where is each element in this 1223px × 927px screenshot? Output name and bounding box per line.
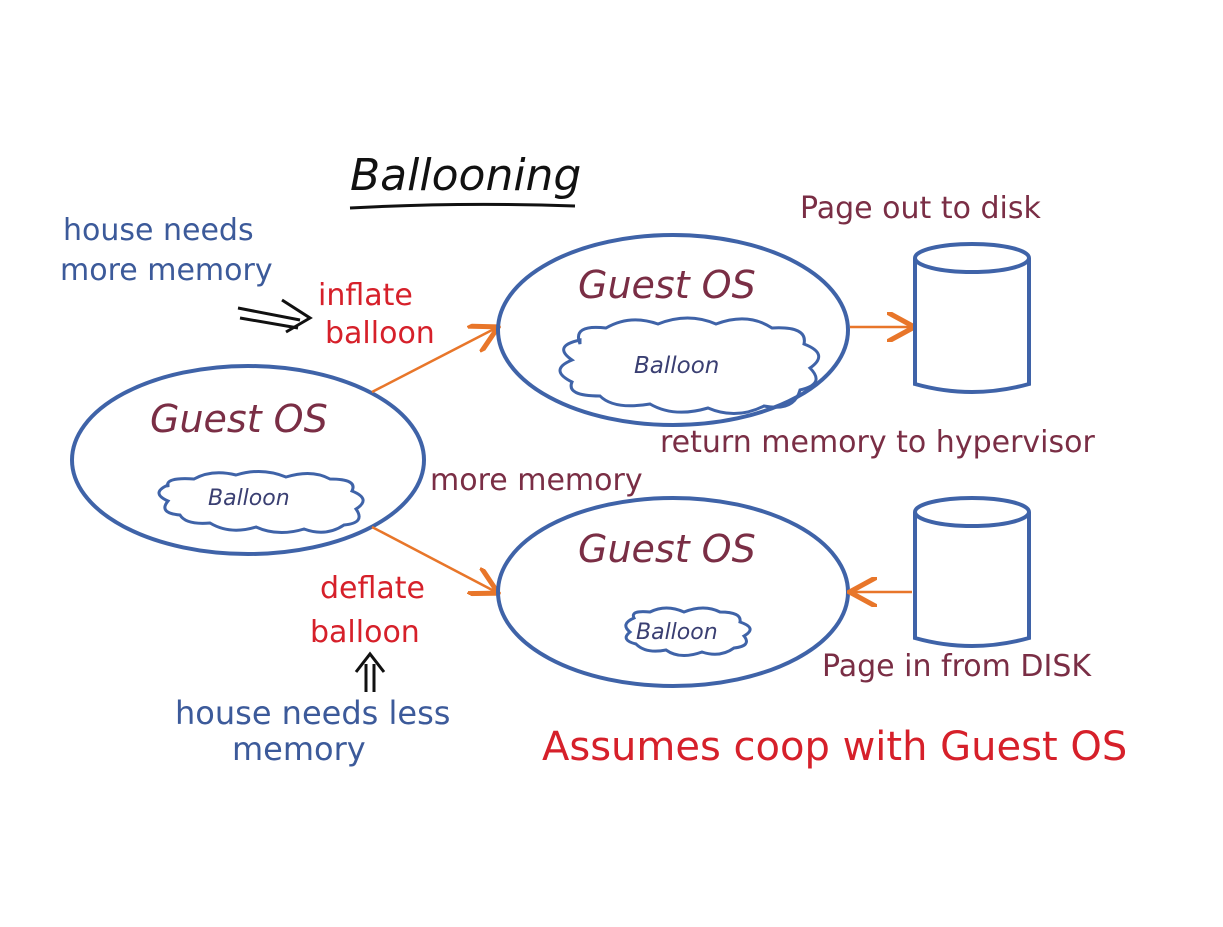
note-inflate-1: inflate <box>318 278 413 313</box>
note-house-needs-more-1: house needs <box>63 213 254 248</box>
note-page-in: Page in from DISK <box>822 649 1092 684</box>
note-house-needs-less-2: memory <box>232 730 366 768</box>
note-page-out: Page out to disk <box>800 191 1041 226</box>
top-balloon-label: Balloon <box>634 353 719 379</box>
note-return-memory: return memory to hypervisor <box>660 425 1095 460</box>
top-balloon-cloud <box>558 316 821 415</box>
note-deflate-2: balloon <box>310 615 420 650</box>
left-balloon-label: Balloon <box>208 486 290 511</box>
bottom-balloon-cloud <box>624 606 752 657</box>
top-guest-os-ellipse <box>496 233 850 427</box>
left-guest-os-ellipse <box>70 364 426 556</box>
note-house-needs-less-1: house needs less <box>175 694 450 732</box>
top-guest-os-label: Guest OS <box>578 263 756 307</box>
top-disk-icon <box>913 242 1031 394</box>
arrow-to-bottom-vm <box>371 525 496 592</box>
double-up-arrow-icon <box>354 651 386 692</box>
note-deflate-1: deflate <box>320 571 425 606</box>
note-assumes-coop: Assumes coop with Guest OS <box>542 724 1127 770</box>
left-balloon-cloud <box>157 470 365 534</box>
bottom-disk-icon <box>913 496 1031 648</box>
arrow-to-top-vm <box>371 328 496 394</box>
diagram-title: Ballooning <box>350 150 581 201</box>
double-arrow-icon <box>237 298 313 334</box>
title-underline <box>349 202 576 210</box>
note-more-memory: more memory <box>430 463 643 498</box>
note-house-needs-more-2: more memory <box>60 253 273 288</box>
bottom-balloon-label: Balloon <box>636 620 718 645</box>
note-inflate-2: balloon <box>325 316 435 351</box>
bottom-guest-os-label: Guest OS <box>578 527 756 571</box>
left-guest-os-label: Guest OS <box>150 397 328 441</box>
